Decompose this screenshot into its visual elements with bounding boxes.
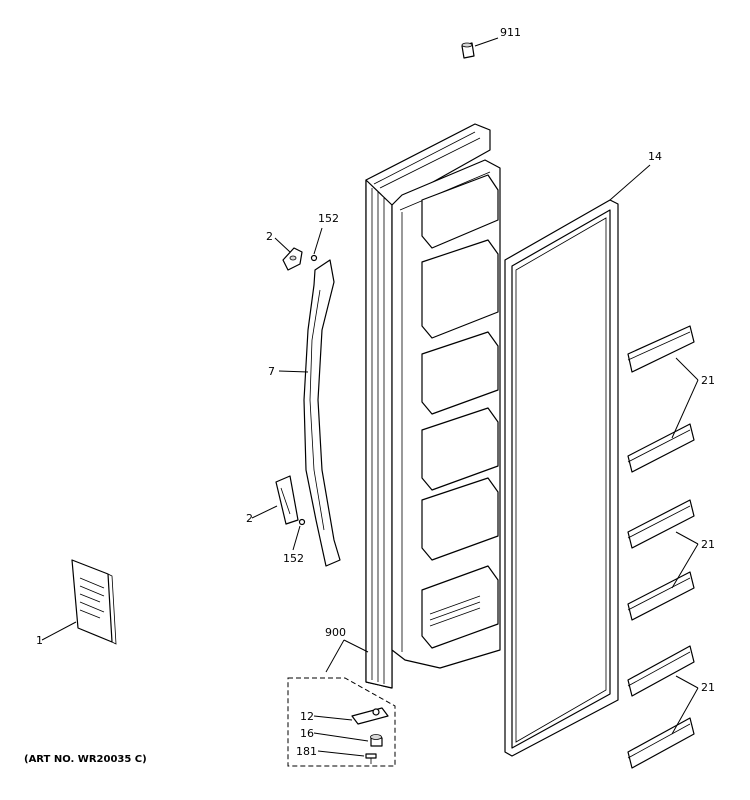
end-cap-top-icon — [282, 247, 303, 271]
callout-21-third: 21 — [701, 681, 715, 694]
callout-2-top: 2 — [266, 230, 273, 243]
callout-181: 181 — [296, 745, 317, 758]
manual-icon — [71, 559, 117, 645]
callout-12: 12 — [300, 710, 314, 723]
callout-152-top: 152 — [318, 212, 339, 225]
callout-21-second: 21 — [701, 538, 715, 551]
hinge-kit-outline — [287, 677, 396, 767]
screw-top-icon — [310, 254, 318, 262]
callout-1: 1 — [36, 634, 43, 647]
end-cap-bottom-icon — [275, 475, 299, 525]
cap-icon — [461, 42, 475, 59]
gasket-icon — [504, 199, 619, 757]
callout-900: 900 — [325, 626, 346, 639]
door-assembly-icon — [365, 123, 501, 689]
art-number: (ART NO. WR20035 C) — [24, 754, 147, 765]
screw-bottom-icon — [298, 518, 306, 526]
callout-7: 7 — [268, 365, 275, 378]
handle-icon — [303, 259, 341, 567]
callout-21-first: 21 — [701, 374, 715, 387]
callout-911: 911 — [500, 26, 521, 39]
callout-16: 16 — [300, 727, 314, 740]
hinge-kit-icon — [351, 707, 389, 764]
shelf-bin-icon — [627, 325, 695, 769]
callout-2-bottom: 2 — [246, 512, 253, 525]
callout-14: 14 — [648, 150, 662, 163]
callout-152-bottom: 152 — [283, 552, 304, 565]
